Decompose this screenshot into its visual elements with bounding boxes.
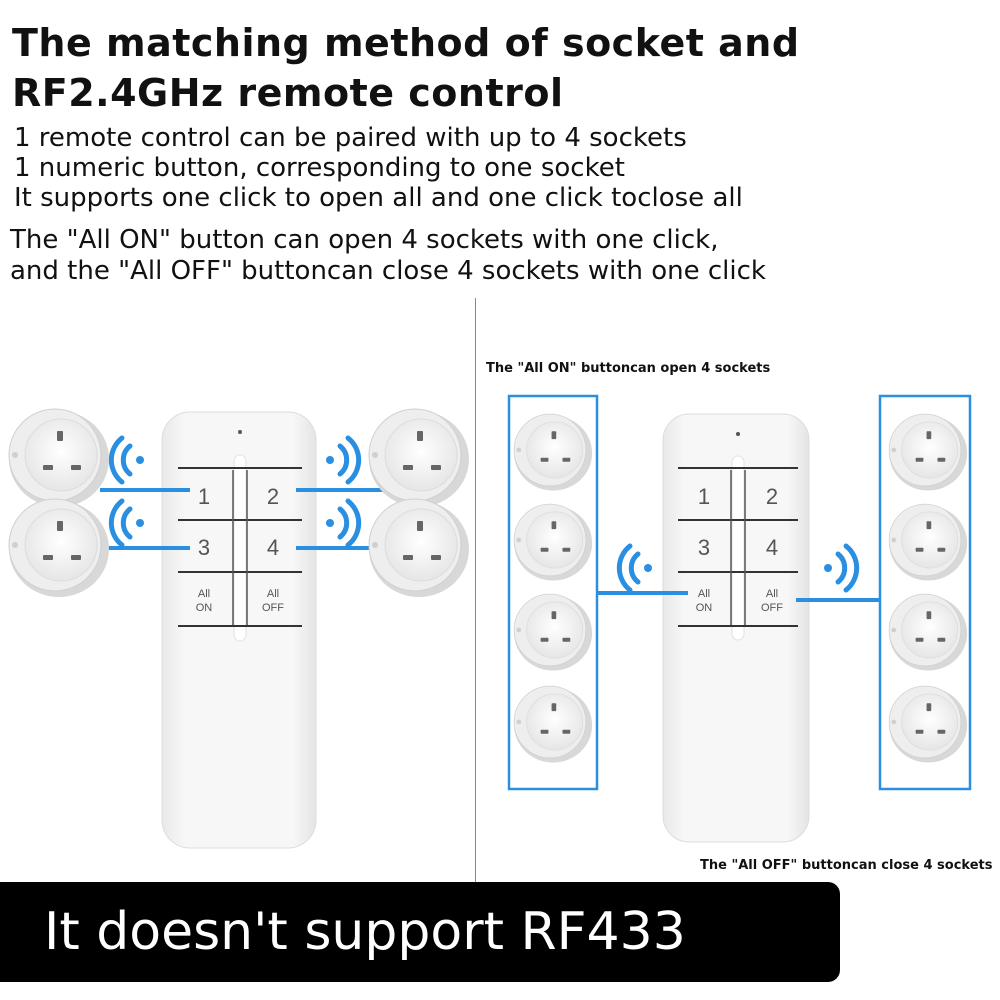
socket-icon [513, 503, 593, 581]
remote-left-button-4: 4 [267, 535, 279, 560]
desc-line-2: 1 numeric button, corresponding to one s… [14, 153, 625, 183]
socket-icon [513, 593, 593, 671]
left-panel: 1 2 3 4 All ON All OFF [8, 408, 470, 849]
panel-divider [475, 298, 476, 884]
remote-right-allon-2: ON [696, 602, 713, 614]
remote-right: 1 2 3 4 All ON All OFF [662, 413, 810, 843]
signal-waves-icon [111, 501, 144, 545]
remote-right-button-2: 2 [766, 484, 778, 509]
remote-left-button-1: 1 [198, 484, 210, 509]
remote-left-allon-2: ON [196, 602, 213, 614]
illustration: 1 2 3 4 All ON All OFF [8, 394, 972, 849]
title-line-2: RF2.4GHz remote control [12, 71, 564, 115]
remote-left: 1 2 3 4 All ON All OFF [161, 411, 317, 849]
socket-icon [8, 408, 110, 508]
socket-icon [888, 503, 968, 581]
desc-line-4: The "All ON" button can open 4 sockets w… [10, 225, 719, 255]
title-line-1: The matching method of socket and [12, 21, 800, 65]
signal-waves-icon [326, 501, 359, 545]
desc-line-1: 1 remote control can be paired with up t… [14, 123, 687, 153]
remote-right-alloff-1: All [766, 588, 778, 600]
remote-left-alloff-1: All [267, 588, 279, 600]
signal-waves-icon [824, 546, 857, 590]
signal-waves-icon [619, 546, 652, 590]
banner-text: It doesn't support RF433 [44, 902, 686, 962]
desc-line-3: It supports one click to open all and on… [14, 183, 743, 213]
socket-icon [888, 413, 968, 491]
socket-icon [513, 685, 593, 763]
socket-icon [368, 408, 470, 508]
socket-icon [513, 413, 593, 491]
remote-right-button-3: 3 [698, 535, 710, 560]
socket-icon [888, 685, 968, 763]
signal-waves-icon [111, 438, 144, 482]
remote-right-alloff-2: OFF [761, 602, 783, 614]
desc-line-5: and the "All OFF" buttoncan close 4 sock… [10, 256, 766, 286]
socket-group-box-right [878, 394, 972, 791]
caption-all-on: The "All ON" buttoncan open 4 sockets [486, 361, 771, 376]
caption-all-off: The "All OFF" buttoncan close 4 sockets [700, 858, 993, 873]
remote-right-button-1: 1 [698, 484, 710, 509]
remote-right-button-4: 4 [766, 535, 778, 560]
socket-icon [888, 593, 968, 671]
remote-left-alloff-2: OFF [262, 602, 284, 614]
remote-right-allon-1: All [698, 588, 710, 600]
signal-waves-icon [326, 438, 359, 482]
socket-icon [8, 498, 110, 598]
remote-left-button-3: 3 [198, 535, 210, 560]
right-panel: 1 2 3 4 All ON All OFF [507, 394, 972, 843]
socket-icon [368, 498, 470, 598]
rf433-banner: It doesn't support RF433 [0, 882, 840, 982]
remote-left-allon-1: All [198, 588, 210, 600]
remote-left-button-2: 2 [267, 484, 279, 509]
